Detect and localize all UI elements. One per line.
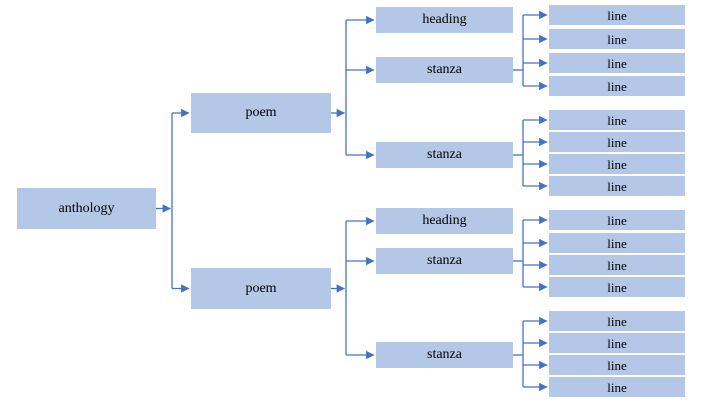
node-line: line [549, 355, 685, 375]
node-line: line [549, 210, 685, 230]
node-line: line [549, 5, 685, 25]
node-line: line [549, 132, 685, 152]
node-line: line [549, 311, 685, 331]
node-poem: poem [191, 93, 331, 133]
node-heading: heading [376, 7, 513, 33]
node-line: line [549, 377, 685, 397]
node-stanza: stanza [376, 57, 513, 83]
node-line: line [549, 176, 685, 196]
node-line: line [549, 277, 685, 297]
node-heading: heading [376, 208, 513, 234]
node-line: line [549, 233, 685, 253]
node-line: line [549, 76, 685, 96]
node-stanza: stanza [376, 342, 513, 368]
node-line: line [549, 29, 685, 49]
node-stanza: stanza [376, 142, 513, 168]
node-line: line [549, 110, 685, 130]
node-line: line [549, 333, 685, 353]
node-poem: poem [191, 268, 331, 309]
node-line: line [549, 255, 685, 275]
node-line: line [549, 53, 685, 73]
node-stanza: stanza [376, 248, 513, 274]
node-anthology: anthology [17, 188, 156, 229]
node-line: line [549, 154, 685, 174]
